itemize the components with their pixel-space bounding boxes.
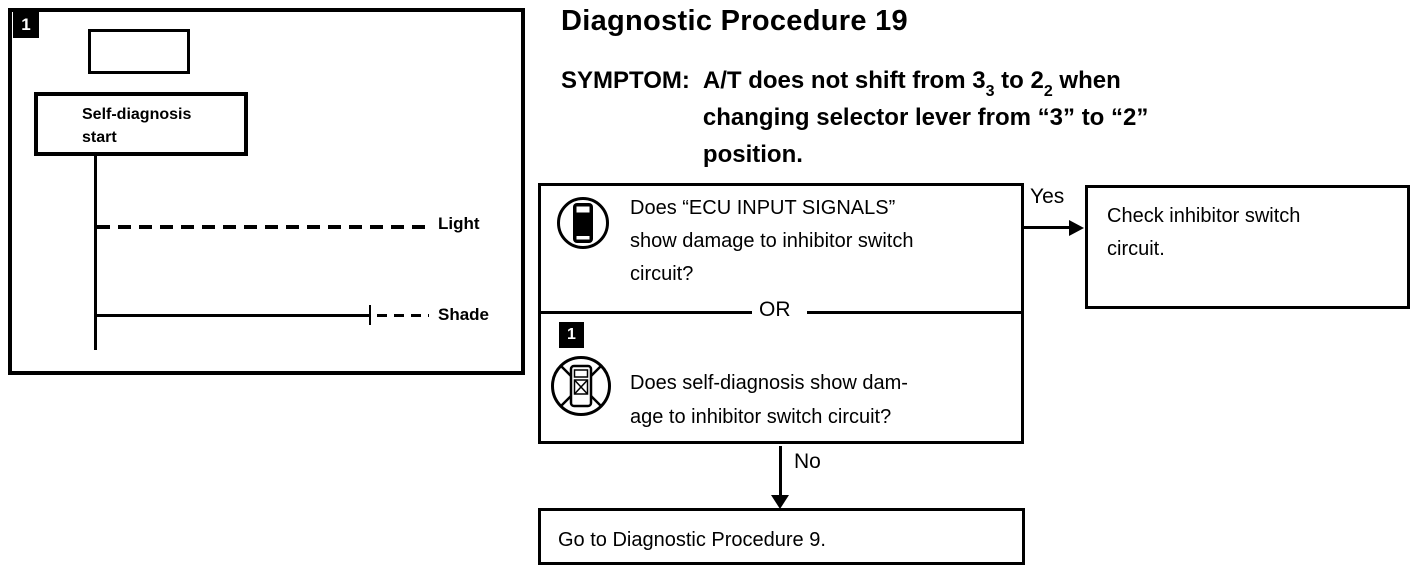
goto-procedure-box: Go to Diagnostic Procedure 9. [538,508,1025,565]
question-self-diagnosis-line1: Does self-diagnosis show dam- [630,372,908,394]
no-arrow-line [779,446,782,499]
shade-signal-dashed-line [377,314,429,317]
light-signal-dashed-line [97,225,425,229]
self-diagnosis-start-label-line2: start [82,129,117,146]
goto-procedure-text: Go to Diagnostic Procedure 9. [558,529,826,551]
question-consult-line2: show damage to inhibitor switch [630,230,914,252]
yes-arrow-line [1023,226,1073,229]
no-label: No [794,450,821,473]
symptom-line-1: A/T does not shift from 33 to 22 when [703,62,1148,99]
self-diagnosis-start-label-line1: Self-diagnosis [82,106,192,123]
timing-axis-line [94,156,97,350]
yes-label: Yes [1030,185,1065,208]
symptom-line1-mid: to 2 [994,67,1044,94]
symptom-line-2: changing selector lever from “3” to “2” [702,104,1149,131]
figure-marker-1-icon: 1 [13,11,39,38]
shade-label: Shade [438,305,490,324]
symptom-line1-pre: A/T does not shift from 3 [702,67,986,94]
yes-arrowhead-icon [1069,220,1084,236]
check-inhibitor-line2: circuit. [1107,238,1165,260]
or-label: OR [759,298,791,321]
symptom-label: SYMPTOM: [561,67,690,94]
light-label: Light [438,214,480,233]
symptom-line1-post: when [1052,67,1121,94]
no-consult-tool-icon [549,354,613,418]
symptom-block: SYMPTOM: A/T does not shift from 33 to 2… [561,62,1148,173]
question-consult-line3: circuit? [630,263,694,285]
question-marker-1-icon: 1 [559,322,584,348]
question-consult: Does “ECU INPUT SIGNALS” show damage to … [630,192,913,291]
symptom-sub-3: 3 [985,82,995,100]
check-inhibitor-line1: Check inhibitor switch [1107,205,1301,227]
check-inhibitor-box: Check inhibitor switch circuit. [1085,185,1410,309]
shade-signal-tick [369,305,371,325]
question-self-diagnosis: Does self-diagnosis show dam- age to inh… [630,366,908,434]
symptom-sub-2: 2 [1043,82,1053,100]
question-consult-line1: Does “ECU INPUT SIGNALS” [630,197,896,219]
symptom-line-3: position. [702,141,803,168]
self-diagnosis-start-box: Self-diagnosis start [34,92,248,156]
question-self-diagnosis-line2: age to inhibitor switch circuit? [630,406,892,428]
or-divider-left-line [541,311,752,314]
page-title: Diagnostic Procedure 19 [561,5,908,37]
or-divider-right-line [807,311,1021,314]
consult-tool-icon [556,196,610,250]
timing-figure-empty-box [88,29,190,74]
shade-signal-solid-line [96,314,369,317]
no-arrowhead-icon [771,495,789,509]
symptom-text: A/T does not shift from 33 to 22 when ch… [703,62,1148,173]
